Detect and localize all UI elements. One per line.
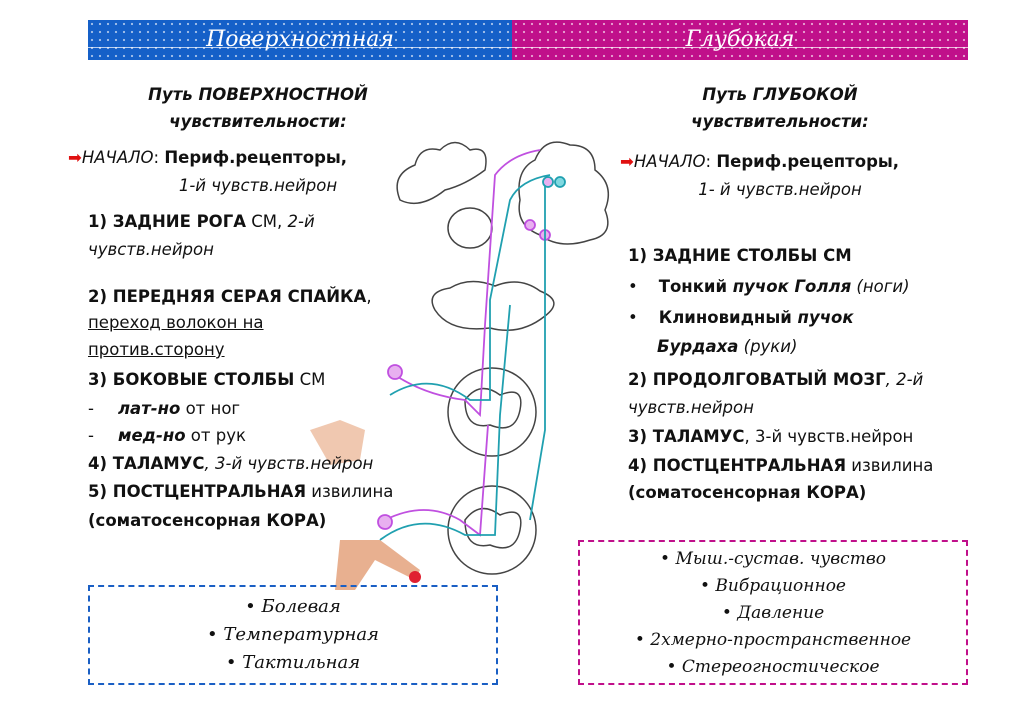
start-text: Периф.рецепторы, xyxy=(164,148,348,167)
left-step-5-line2: (соматосенсорная КОРА) xyxy=(88,511,327,530)
hand-icon xyxy=(310,420,365,465)
left-title-1: Путь ПОВЕРХНОСТНОЙ xyxy=(148,85,368,104)
left-start: ➡НАЧАЛО: Периф.рецепторы, xyxy=(68,148,348,167)
left-step-5: 5) ПОСТЦЕНТРАЛЬНАЯ извилина xyxy=(88,482,394,501)
deep-tract xyxy=(379,174,566,541)
header-superficial: Поверхностная xyxy=(88,20,512,60)
type-item: • Тактильная xyxy=(225,652,361,673)
right-step-3: 3) ТАЛАМУС, 3-й чувств.нейрон xyxy=(628,427,914,446)
right-step-4: 4) ПОСТЦЕНТРАЛЬНАЯ извилина xyxy=(628,456,934,475)
left-step-1-line2: чувств.нейрон xyxy=(88,240,214,259)
runner-legs-icon xyxy=(335,540,421,590)
right-burdach-line2: Бурдаха (руки) xyxy=(657,337,798,356)
left-step-2-line2: переход волокон на xyxy=(88,313,264,332)
left-step-1: 1) ЗАДНИЕ РОГА СМ, 2-й xyxy=(88,212,315,231)
right-goll: • Тонкий пучок Голля (ноги) xyxy=(628,277,910,296)
left-medial: -мед-но от рук xyxy=(88,426,246,445)
right-title-1: Путь ГЛУБОКОЙ xyxy=(702,85,858,104)
type-item: • Стереогностическое xyxy=(666,657,880,677)
thalamus xyxy=(447,207,493,249)
left-lateral: -лат-но от ног xyxy=(88,399,241,418)
spinal-section-lower xyxy=(447,485,537,575)
left-step-3: 3) БОКОВЫЕ СТОЛБЫ СМ xyxy=(88,370,326,389)
type-item: • Мыш.-сустав. чувство xyxy=(660,549,886,569)
type-item: • Давление xyxy=(721,603,825,623)
left-start-neuron: 1-й чувств.нейрон xyxy=(178,176,338,195)
left-step-2: 2) ПЕРЕДНЯЯ СЕРАЯ СПАЙКА, xyxy=(88,287,372,306)
right-step-2-line2: чувств.нейрон xyxy=(628,398,754,417)
spinal-section-upper xyxy=(447,367,537,457)
right-step-2: 2) ПРОДОЛГОВАТЫЙ МОЗГ, 2-й xyxy=(628,370,924,389)
superficial-types-box: • Болевая • Температурная • Тактильная xyxy=(88,585,498,685)
right-start-neuron: 1- й чувств.нейрон xyxy=(698,180,862,199)
left-step-2-line3: против.сторону xyxy=(88,340,225,359)
type-item: • Вибрационное xyxy=(699,576,846,596)
superficial-tract xyxy=(377,149,551,537)
right-step-4-line2: (соматосенсорная КОРА) xyxy=(628,483,867,502)
right-step-1: 1) ЗАДНИЕ СТОЛБЫ СМ xyxy=(628,246,852,265)
cortex-left xyxy=(396,141,487,205)
start-label: НАЧАЛО xyxy=(81,148,154,167)
type-item: • Болевая xyxy=(245,596,341,617)
arrow-right-icon: ➡ xyxy=(68,148,82,167)
header-deep: Глубокая xyxy=(512,20,968,60)
type-item: • Температурная xyxy=(207,624,379,645)
deep-types-box: • Мыш.-сустав. чувство • Вибрационное • … xyxy=(578,540,968,685)
type-item: • 2хмерно-пространственное xyxy=(634,630,912,650)
right-title-2: чувствительности: xyxy=(691,112,869,131)
right-burdach: • Клиновидный пучок xyxy=(628,308,854,327)
left-step-4: 4) ТАЛАМУС, 3-й чувств.нейрон xyxy=(88,454,374,473)
left-title-2: чувствительности: xyxy=(169,112,347,131)
arrow-right-icon: ➡ xyxy=(620,152,634,171)
right-start: ➡НАЧАЛО: Периф.рецепторы, xyxy=(620,152,900,171)
